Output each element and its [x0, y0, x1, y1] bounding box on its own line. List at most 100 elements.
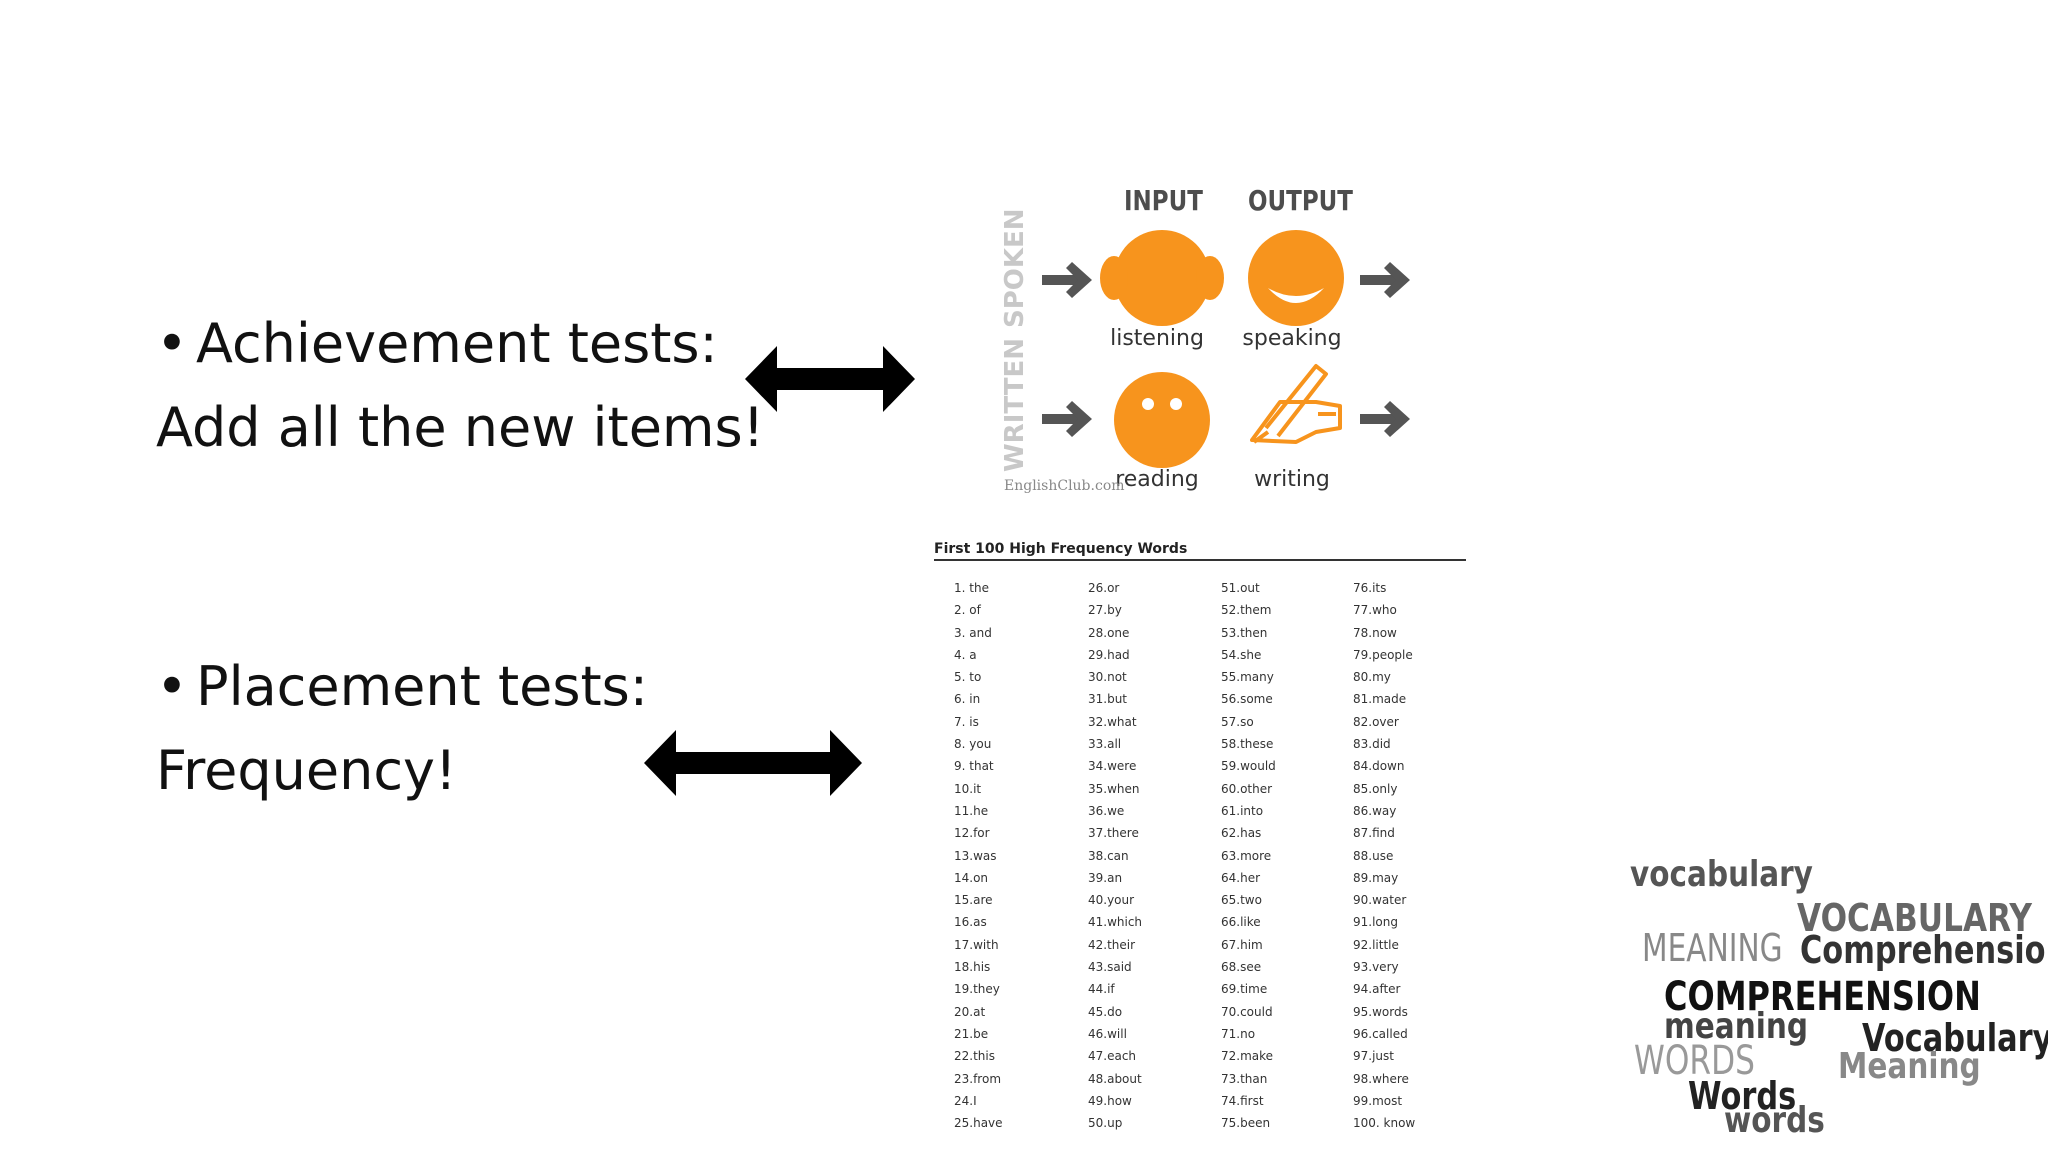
frequency-word: 95.words — [1353, 1004, 1408, 1019]
skills-graphics — [1042, 230, 1410, 468]
frequency-word: 82.over — [1353, 714, 1399, 729]
frequency-word: 48.about — [1088, 1071, 1142, 1086]
frequency-word: 42.their — [1088, 937, 1136, 952]
achievement-title: Achievement tests: — [196, 312, 718, 375]
frequency-word: 10.it — [954, 781, 982, 796]
frequency-word: 53.then — [1221, 625, 1268, 640]
frequency-word: 99.most — [1353, 1093, 1403, 1108]
frequency-word: 14.on — [954, 870, 989, 885]
frequency-word: 34.were — [1088, 759, 1137, 774]
frequency-word: 26.or — [1088, 581, 1120, 595]
frequency-word: 12.for — [954, 826, 990, 841]
cloud-word: MEANING — [1642, 926, 1783, 970]
frequency-word: 25.have — [954, 1116, 1003, 1131]
cloud-word: Meaning — [1838, 1046, 1981, 1087]
frequency-word: 55.many — [1221, 670, 1274, 685]
cloud-word: VOCABULARY — [1797, 896, 2032, 940]
frequency-word: 2. of — [954, 603, 981, 618]
frequency-word: 31.but — [1088, 692, 1128, 707]
frequency-word: 100. know — [1353, 1116, 1416, 1131]
frequency-word: 19.they — [954, 982, 1000, 997]
frequency-word: 76.its — [1353, 581, 1387, 595]
frequency-word: 79.people — [1353, 647, 1413, 662]
bullet-dot: • — [156, 655, 188, 718]
speaking-head-icon — [1248, 230, 1344, 326]
frequency-word: 52.them — [1221, 603, 1272, 618]
listening-head-icon — [1100, 230, 1224, 326]
frequency-word: 64.her — [1221, 870, 1261, 885]
frequency-word: 61.into — [1221, 803, 1264, 818]
frequency-word: 85.only — [1353, 781, 1398, 796]
frequency-word: 16.as — [954, 915, 987, 930]
speaking-label: speaking — [1242, 326, 1342, 351]
frequency-word: 17.with — [954, 937, 999, 952]
frequency-word: 63.more — [1221, 848, 1272, 863]
output-heading: OUTPUT — [1248, 184, 1353, 217]
frequency-word: 57.so — [1221, 714, 1254, 729]
frequency-word: 32.what — [1088, 714, 1137, 729]
frequency-word: 54.she — [1221, 647, 1262, 662]
frequency-word: 47.each — [1088, 1049, 1137, 1064]
cloud-word: Words — [1688, 1074, 1797, 1118]
arrow-right-icon — [1360, 262, 1410, 298]
frequency-word: 56.some — [1221, 692, 1273, 707]
frequency-word: 37.there — [1088, 826, 1139, 841]
achievement-detail: Add all the new items! — [156, 396, 765, 459]
input-heading: INPUT — [1124, 184, 1203, 217]
frequency-word: 11.he — [954, 803, 989, 818]
reading-head-icon — [1114, 372, 1210, 468]
cloud-word: COMPREHENSION — [1664, 974, 1981, 1020]
frequency-word: 91.long — [1353, 915, 1398, 930]
frequency-word: 35.when — [1088, 781, 1140, 796]
frequency-word: 24.I — [954, 1093, 977, 1108]
frequency-word: 30.not — [1088, 670, 1127, 685]
frequency-word: 86.way — [1353, 803, 1397, 818]
frequency-word: 81.made — [1353, 692, 1407, 707]
cloud-word: Vocabulary — [1862, 1016, 2048, 1060]
frequency-word: 83.did — [1353, 737, 1391, 752]
frequency-word: 36.we — [1088, 803, 1125, 818]
spoken-label: SPOKEN — [1000, 208, 1030, 328]
frequency-word: 40.your — [1088, 893, 1135, 908]
double-arrow-icon — [745, 346, 915, 412]
frequency-word: 89.may — [1353, 870, 1399, 885]
writing-label: writing — [1254, 467, 1330, 492]
frequency-word: 49.how — [1088, 1093, 1132, 1108]
frequency-word: 62.has — [1221, 826, 1262, 841]
frequency-word: 18.his — [954, 960, 991, 975]
frequency-word: 71.no — [1221, 1026, 1256, 1041]
frequency-word: 27.by — [1088, 603, 1122, 618]
bullet-dot: • — [156, 312, 188, 375]
frequency-word: 41.which — [1088, 915, 1143, 930]
frequency-word: 33.all — [1088, 737, 1122, 752]
frequency-word: 9. that — [954, 759, 994, 774]
frequency-word: 66.like — [1221, 915, 1261, 930]
frequency-word: 23.from — [954, 1071, 1002, 1086]
frequency-word: 73.than — [1221, 1071, 1268, 1086]
frequency-word: 77.who — [1353, 603, 1397, 618]
frequency-word: 80.my — [1353, 670, 1391, 685]
frequency-word: 8. you — [954, 737, 992, 752]
frequency-word: 5. to — [954, 670, 982, 685]
frequency-word: 15.are — [954, 893, 993, 908]
language-skills-diagram: INPUT OUTPUT SPOKEN WRITTEN listening sp… — [996, 180, 1436, 510]
frequency-word: 68.see — [1221, 960, 1262, 975]
writing-hand-icon — [1250, 364, 1342, 444]
cloud-word: WORDS — [1634, 1038, 1755, 1084]
frequency-word: 46.will — [1088, 1026, 1127, 1041]
frequency-word: 70.could — [1221, 1004, 1273, 1019]
frequency-word: 13.was — [954, 848, 997, 863]
frequency-word: 87.find — [1353, 826, 1395, 841]
frequency-word: 28.one — [1088, 625, 1130, 640]
frequency-word: 94.after — [1353, 982, 1401, 997]
frequency-list-title: First 100 High Frequency Words — [934, 541, 1466, 561]
frequency-word: 65.two — [1221, 893, 1262, 908]
frequency-word: 29.had — [1088, 647, 1130, 662]
listening-label: listening — [1110, 326, 1204, 351]
frequency-word: 93.very — [1353, 960, 1399, 975]
vocabulary-word-cloud: vocabulary VOCABULARY MEANING Comprehens… — [1620, 846, 2048, 1152]
